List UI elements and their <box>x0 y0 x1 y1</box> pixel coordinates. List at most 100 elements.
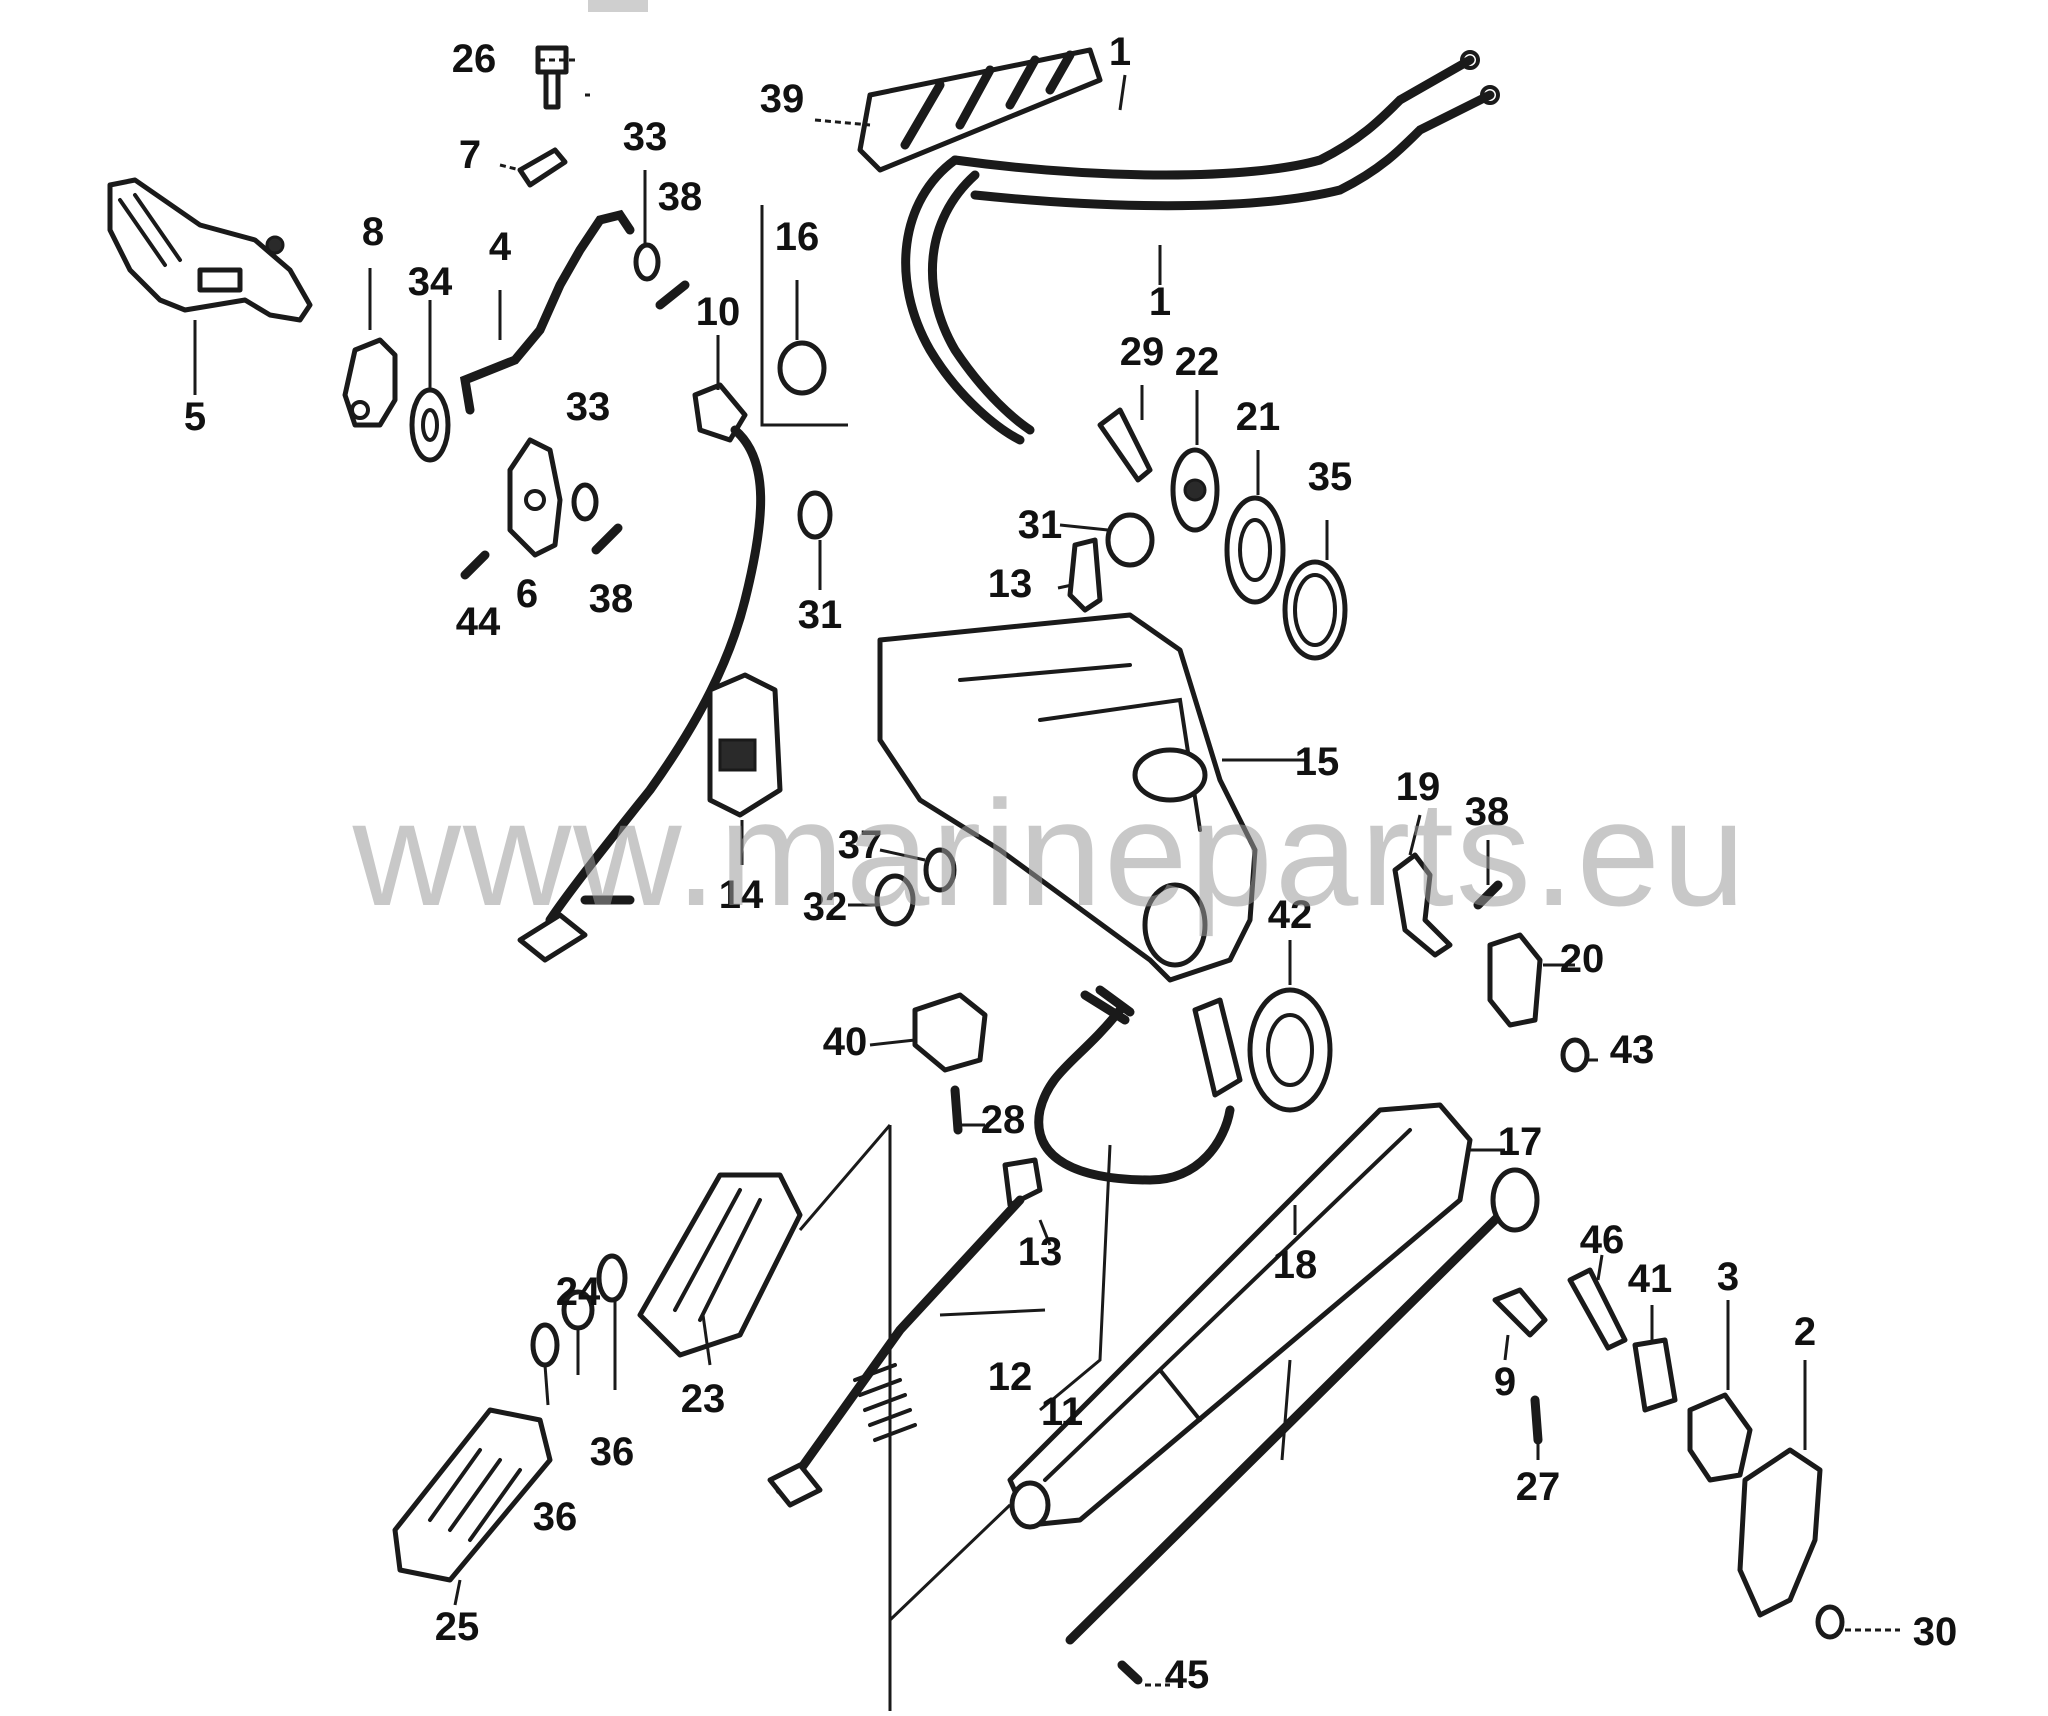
part-15-tiller-housing <box>877 612 1258 983</box>
callout-4: 4 <box>489 225 512 269</box>
part-4-rod <box>459 209 635 415</box>
callout-19: 19 <box>1396 765 1441 809</box>
callout-2: 2 <box>1794 1310 1816 1354</box>
part-21-inner <box>1238 518 1272 582</box>
callout-33: 33 <box>623 115 668 159</box>
callout-labels: 1123456789101112131314151617181920212223… <box>184 30 1957 1697</box>
part-12-spring-assembly <box>767 1157 1043 1508</box>
part-30-nut <box>1815 1604 1845 1640</box>
part-1-cables <box>901 50 1500 445</box>
callout-13: 13 <box>988 562 1033 606</box>
callout-9: 9 <box>1494 1360 1516 1404</box>
part-33-washer-mid <box>571 482 599 522</box>
part-31-nut-mid <box>797 490 833 540</box>
part-38-pin-right <box>1473 880 1503 910</box>
callout-45: 45 <box>1165 1653 1210 1697</box>
part-14-switch <box>707 672 783 818</box>
watermark: www.marineparts.eu <box>352 769 1748 937</box>
top-tab <box>588 0 648 12</box>
callout-20: 20 <box>1560 937 1605 981</box>
callout-14: 14 <box>719 873 764 917</box>
callout-1: 1 <box>1109 30 1131 74</box>
part-39-sleeve <box>857 47 1103 173</box>
callout-29: 29 <box>1120 330 1165 374</box>
callout-11: 11 <box>1041 1390 1083 1434</box>
part-24-washer <box>561 1289 595 1331</box>
part-34-washer <box>409 387 451 463</box>
part-33-washer-top <box>633 242 661 282</box>
callout-38: 38 <box>658 175 703 219</box>
part-46-bolt <box>1567 1267 1628 1351</box>
callout-5: 5 <box>184 395 206 439</box>
callout-38: 38 <box>589 577 634 621</box>
part-29-bolt <box>1097 407 1153 483</box>
callout-36: 36 <box>533 1495 578 1539</box>
callout-31: 31 <box>1018 503 1063 547</box>
part-27-screw <box>1530 1395 1543 1445</box>
part-41-sleeve <box>1632 1337 1678 1413</box>
callout-12: 12 <box>988 1355 1033 1399</box>
part-37-spacer <box>923 847 957 893</box>
part-5-grip-end <box>107 177 313 323</box>
callout-39: 39 <box>760 77 805 121</box>
part-8-clamp <box>342 337 398 428</box>
callout-13: 13 <box>1018 1230 1063 1274</box>
part-2-cover <box>1737 1447 1823 1618</box>
callout-44: 44 <box>456 600 501 644</box>
part-11-harness <box>1034 985 1243 1185</box>
part-31-nut-right <box>1105 512 1155 568</box>
part-32-grommet <box>874 873 916 927</box>
part-28-screw <box>950 1085 963 1135</box>
part-45-pin <box>1117 1660 1143 1685</box>
callout-3: 3 <box>1717 1255 1739 1299</box>
callout-7: 7 <box>459 133 481 177</box>
part-7-clip <box>517 147 568 188</box>
callout-33: 33 <box>566 385 611 429</box>
callout-8: 8 <box>362 210 384 254</box>
callout-41: 41 <box>1628 1257 1673 1301</box>
callout-18: 18 <box>1273 1243 1318 1287</box>
callout-32: 32 <box>803 885 848 929</box>
part-34-washer-hole <box>421 408 439 442</box>
part-42-inner <box>1266 1013 1314 1087</box>
callout-21: 21 <box>1236 395 1281 439</box>
part-6-lever-plate <box>507 437 563 558</box>
callout-42: 42 <box>1268 893 1313 937</box>
part-44-pin <box>460 550 490 580</box>
part-22-hub <box>1183 478 1207 502</box>
part-16-frame <box>760 205 848 427</box>
callout-38: 38 <box>1465 790 1510 834</box>
callout-27: 27 <box>1516 1465 1561 1509</box>
callout-16: 16 <box>775 215 820 259</box>
callout-15: 15 <box>1295 740 1340 784</box>
part-16-nut <box>777 340 827 396</box>
part-18-shaft <box>1065 1200 1515 1645</box>
callout-6: 6 <box>516 572 538 616</box>
callout-35: 35 <box>1308 455 1353 499</box>
callout-23: 23 <box>681 1377 726 1421</box>
part-19-bracket <box>1392 852 1453 958</box>
part-42-bush <box>1247 987 1333 1113</box>
part-38-pin-top <box>655 280 690 310</box>
part-36-washer-top <box>596 1253 628 1303</box>
callout-28: 28 <box>981 1098 1026 1142</box>
part-39-stripes <box>900 50 1075 150</box>
part-21-seal <box>1224 495 1286 605</box>
part-13-clip-top <box>1067 537 1103 613</box>
callout-46: 46 <box>1580 1218 1625 1262</box>
part-43-nut <box>1560 1037 1590 1073</box>
callout-26: 26 <box>452 37 497 81</box>
callout-43: 43 <box>1610 1028 1655 1072</box>
part-18-head <box>1490 1167 1540 1233</box>
part-25-grip <box>392 1407 553 1583</box>
part-40-clamp <box>912 992 988 1073</box>
part-35-inner <box>1293 573 1337 647</box>
part-10-throttle-cable <box>517 382 766 963</box>
part-23-throttle-tube <box>637 1172 803 1358</box>
callout-34: 34 <box>408 260 453 304</box>
part-3-bracket <box>1687 1392 1753 1483</box>
callout-24: 24 <box>556 1270 601 1314</box>
callout-40: 40 <box>823 1020 868 1064</box>
part-36-washer-bottom <box>530 1322 560 1368</box>
